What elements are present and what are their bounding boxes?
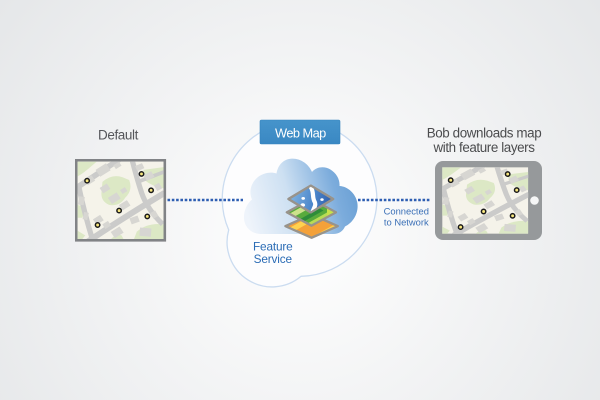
- svg-text:Feature: Feature: [253, 239, 293, 253]
- svg-text:Bob downloads map: Bob downloads map: [427, 126, 542, 141]
- svg-text:with feature layers: with feature layers: [432, 140, 535, 155]
- svg-text:Web Map: Web Map: [275, 125, 326, 140]
- svg-text:to Network: to Network: [384, 216, 429, 227]
- svg-text:Default: Default: [98, 128, 139, 143]
- svg-text:Service: Service: [254, 252, 293, 266]
- svg-text:Connected: Connected: [384, 205, 429, 216]
